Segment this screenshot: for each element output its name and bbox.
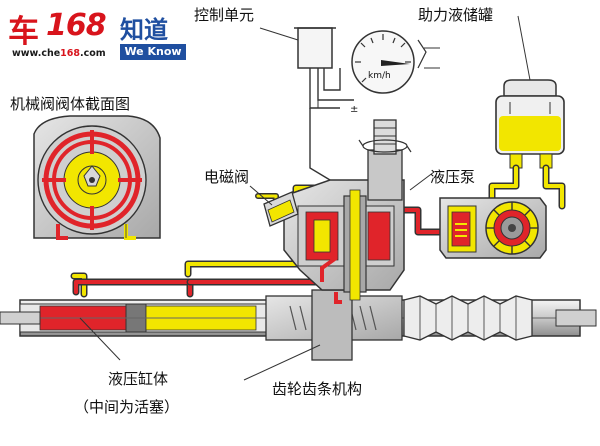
hydraulic-pump	[439, 197, 547, 259]
logo-brand-suffix: 知道	[120, 16, 168, 44]
logo-brand-number: 168	[46, 8, 107, 43]
control-unit	[259, 27, 354, 181]
label-solenoid-valve: 电磁阀	[204, 168, 250, 186]
logo-brand-char: 车	[8, 14, 39, 50]
logo-url: www.che168.com	[12, 48, 106, 59]
logo-tagline: We Know	[120, 44, 186, 60]
label-reservoir: 助力液储罐	[418, 6, 494, 24]
valve-cross-section	[33, 115, 161, 240]
site-logo: 车 168 知道 www.che168.com We Know	[6, 6, 186, 66]
fluid-reservoir	[495, 15, 565, 169]
steering-rack-assembly	[0, 289, 597, 381]
label-control-unit: 控制单元	[194, 6, 255, 24]
label-pump: 液压泵	[430, 168, 476, 186]
label-cylinder-note: （中间为活塞）	[74, 398, 180, 416]
speedometer-gauge	[351, 30, 440, 94]
label-cylinder: 液压缸体	[108, 370, 169, 388]
label-valve-section: 机械阀阀体截面图	[10, 95, 131, 113]
label-speed-unit: km/h	[368, 71, 391, 81]
label-rack-pinion: 齿轮齿条机构	[272, 380, 363, 398]
steering-valve-housing	[249, 119, 435, 304]
label-ground-symbol: ±	[350, 104, 359, 115]
